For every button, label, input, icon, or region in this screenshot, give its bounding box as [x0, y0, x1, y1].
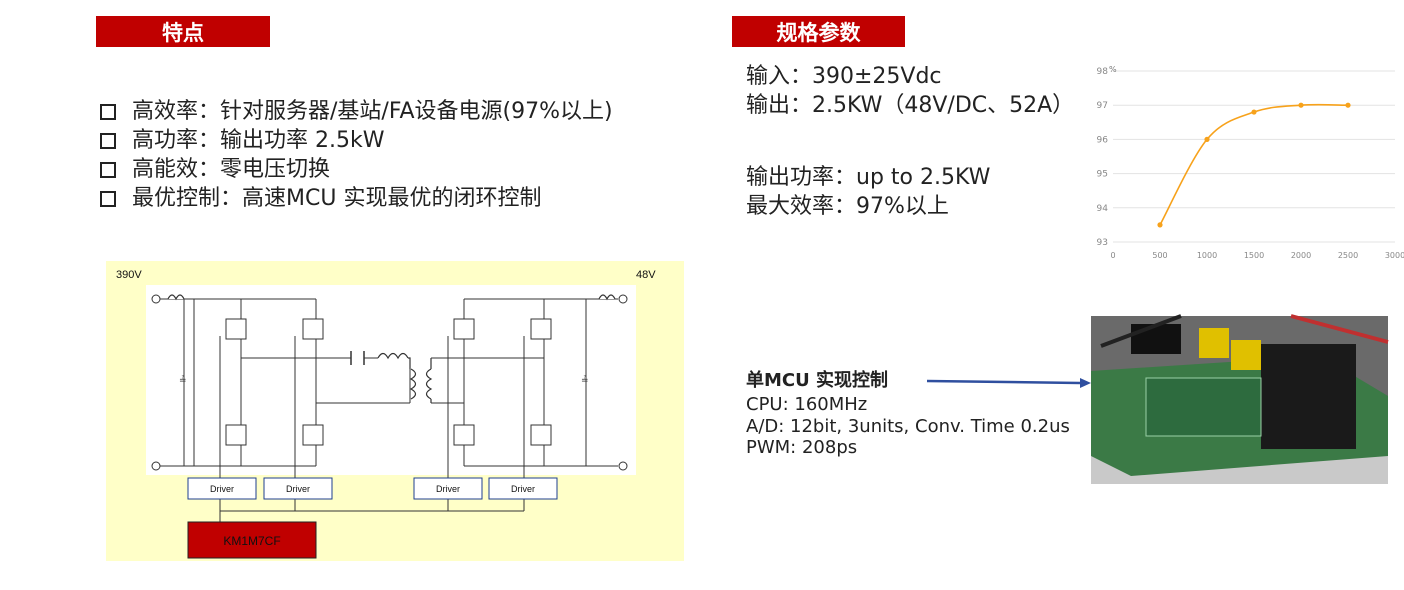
feature-text: 高能效：零电压切换 — [132, 157, 331, 182]
heatsink — [1261, 344, 1356, 449]
resonant-capacitor-icon — [350, 351, 365, 365]
pointer-arrow-icon — [926, 378, 1091, 388]
feature-item: 高效率：针对服务器/基站/FA设备电源(97%以上) — [100, 97, 613, 126]
board-photo — [1091, 314, 1389, 484]
driver-box — [488, 477, 558, 500]
y-tick-label: 95 — [1097, 170, 1108, 180]
mcu-board — [1145, 377, 1262, 437]
output-voltage-label: 48V — [636, 269, 656, 281]
checkbox-bullet-icon — [100, 190, 116, 207]
capacitor-icon: ≟ — [581, 375, 589, 386]
data-point — [1204, 136, 1210, 142]
data-point — [1298, 102, 1304, 108]
series-line — [1159, 103, 1349, 226]
y-unit-label: % — [1109, 65, 1117, 74]
y-tick-label: 98 — [1097, 67, 1109, 77]
pwm-spec: PWM: 208ps — [746, 437, 858, 458]
mcu-summary: 单MCU 实现控制 CPU: 160MHz A/D: 12bit, 3units… — [746, 370, 1070, 459]
data-point — [1251, 109, 1257, 115]
efficiency-spec: 最大效率：97%以上 — [746, 194, 949, 219]
driver-label: Driver — [286, 484, 310, 494]
output-terminal-icon — [618, 294, 628, 304]
mosfet-switches — [225, 318, 552, 446]
x-tick-label: 1000 — [1197, 251, 1217, 260]
transformer-yellow — [1231, 340, 1261, 370]
output-terminal-icon — [618, 461, 628, 471]
mosfet-icon — [453, 424, 475, 446]
checkbox-bullet-icon — [100, 103, 116, 120]
specs-header: 规格参数 — [732, 16, 905, 47]
x-tick-label: 1500 — [1244, 251, 1264, 260]
efficiency-chart: 93 94 95 96 97 98 0 500 1000 1500 2000 2500 3000 % — [1097, 65, 1404, 260]
feature-text: 高功率：输出功率 2.5kW — [132, 128, 385, 153]
mosfet-icon — [225, 318, 247, 340]
y-tick-label: 94 — [1097, 204, 1109, 214]
mosfet-icon — [530, 318, 552, 340]
resonant-inductor-icon — [377, 352, 411, 369]
checkbox-bullet-icon — [100, 161, 116, 178]
driver-label: Driver — [210, 484, 234, 494]
input-voltage-label: 390V — [116, 269, 142, 281]
data-points — [1157, 102, 1351, 228]
driver-box — [413, 477, 483, 500]
x-tick-label: 0 — [1110, 251, 1115, 260]
feature-list: 高效率：针对服务器/基站/FA设备电源(97%以上) 高功率：输出功率 2.5k… — [100, 97, 613, 213]
feature-item: 高功率：输出功率 2.5kW — [100, 126, 613, 155]
y-tick-label: 93 — [1097, 238, 1108, 248]
mosfet-icon — [453, 318, 475, 340]
performance-specs: 输出功率：up to 2.5KW 最大效率：97%以上 — [746, 163, 990, 221]
data-point — [1157, 222, 1163, 228]
features-header: 特点 — [96, 16, 270, 47]
mosfet-icon — [530, 424, 552, 446]
driver-box — [263, 477, 333, 500]
output-spec: 输出：2.5KW（48V/DC、52A） — [746, 93, 1075, 118]
checkbox-bullet-icon — [100, 132, 116, 149]
driver-label: Driver — [436, 484, 460, 494]
black-cable — [1100, 314, 1182, 348]
driver-label: Driver — [511, 484, 535, 494]
x-tick-label: 2500 — [1338, 251, 1358, 260]
driver-box — [187, 477, 257, 500]
mosfet-icon — [302, 424, 324, 446]
chart-grid — [1113, 70, 1395, 243]
input-inductor-icon — [167, 294, 185, 301]
power-wiring — [160, 298, 618, 522]
feature-text: 最优控制：高速MCU 实现最优的闭环控制 — [132, 186, 542, 211]
feature-text: 高效率：针对服务器/基站/FA设备电源(97%以上) — [132, 99, 613, 124]
mcu-box — [187, 521, 317, 559]
cpu-spec: CPU: 160MHz — [746, 394, 868, 415]
red-cable — [1290, 314, 1389, 344]
feature-item: 高能效：零电压切换 — [100, 155, 613, 184]
mosfet-icon — [225, 424, 247, 446]
data-point — [1345, 102, 1351, 108]
y-tick-labels: 93 94 95 96 97 98 — [1097, 67, 1109, 248]
power-spec: 输出功率：up to 2.5KW — [746, 165, 991, 190]
x-tick-label: 2000 — [1291, 251, 1311, 260]
io-specs: 输入：390±25Vdc 输出：2.5KW（48V/DC、52A） — [746, 62, 1074, 120]
mosfet-icon — [302, 318, 324, 340]
transformer-icon — [409, 358, 433, 403]
output-inductor-icon — [598, 294, 616, 301]
x-tick-labels: 0 500 1000 1500 2000 2500 3000 — [1110, 251, 1404, 260]
converter-circuit-diagram: 390V 48V — [106, 261, 684, 561]
x-tick-label: 500 — [1152, 251, 1167, 260]
feature-item: 最优控制：高速MCU 实现最优的闭环控制 — [100, 184, 613, 213]
mcu-title: 单MCU 实现控制 — [746, 370, 889, 391]
connector-black — [1131, 324, 1181, 354]
input-spec: 输入：390±25Vdc — [746, 64, 942, 89]
y-tick-label: 96 — [1097, 135, 1109, 145]
input-terminal-icon — [151, 461, 161, 471]
adc-spec: A/D: 12bit, 3units, Conv. Time 0.2us — [746, 415, 1070, 437]
mcu-label: KM1M7CF — [223, 534, 280, 548]
capacitor-icon: ≟ — [179, 375, 187, 386]
transformer-yellow — [1199, 328, 1229, 358]
input-terminal-icon — [151, 294, 161, 304]
x-tick-label: 3000 — [1385, 251, 1404, 260]
y-tick-label: 97 — [1097, 101, 1108, 111]
